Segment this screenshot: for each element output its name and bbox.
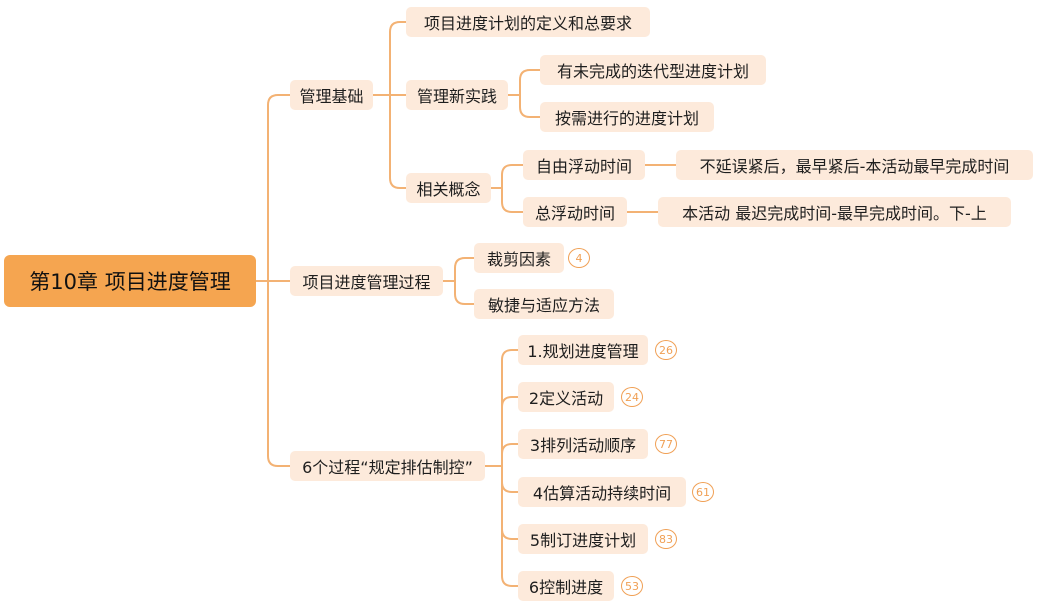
topic-concepts[interactable]: 相关概念	[406, 173, 491, 203]
topic-process[interactable]: 项目进度管理过程	[290, 266, 443, 296]
process-item[interactable]: 2定义活动	[518, 382, 614, 412]
topic-total-float[interactable]: 总浮动时间	[523, 197, 627, 227]
process-count-badge[interactable]: 77	[655, 434, 677, 454]
process-item[interactable]: 6控制进度	[518, 571, 614, 601]
process-item[interactable]: 3排列活动顺序	[518, 429, 648, 459]
process-count-badge[interactable]: 83	[655, 529, 677, 549]
topic-free-float[interactable]: 自由浮动时间	[523, 150, 645, 180]
topic-iterative-schedule[interactable]: 有未完成的迭代型进度计划	[540, 55, 766, 85]
topic-agile[interactable]: 敏捷与适应方法	[474, 289, 614, 319]
process-count-badge[interactable]: 53	[621, 576, 643, 596]
process-count-badge[interactable]: 61	[692, 482, 714, 502]
topic-total-float-definition[interactable]: 本活动 最迟完成时间-最早完成时间。下-上	[658, 197, 1011, 227]
topic-six-processes[interactable]: 6个过程“规定排估制控”	[290, 451, 485, 481]
process-item[interactable]: 1.规划进度管理	[518, 335, 648, 365]
process-count-badge[interactable]: 24	[621, 387, 643, 407]
root-topic[interactable]: 第10章 项目进度管理	[4, 255, 256, 307]
process-item[interactable]: 5制订进度计划	[518, 524, 648, 554]
topic-tailoring[interactable]: 裁剪因素	[474, 243, 564, 273]
topic-definition[interactable]: 项目进度计划的定义和总要求	[406, 7, 650, 37]
topic-on-demand-schedule[interactable]: 按需进行的进度计划	[540, 102, 714, 132]
topic-new-practice[interactable]: 管理新实践	[406, 80, 508, 110]
topic-basics[interactable]: 管理基础	[290, 80, 373, 110]
tailoring-count-badge[interactable]: 4	[568, 248, 590, 268]
process-item[interactable]: 4估算活动持续时间	[518, 477, 686, 507]
process-count-badge[interactable]: 26	[655, 340, 677, 360]
topic-free-float-definition[interactable]: 不延误紧后，最早紧后-本活动最早完成时间	[676, 150, 1033, 180]
